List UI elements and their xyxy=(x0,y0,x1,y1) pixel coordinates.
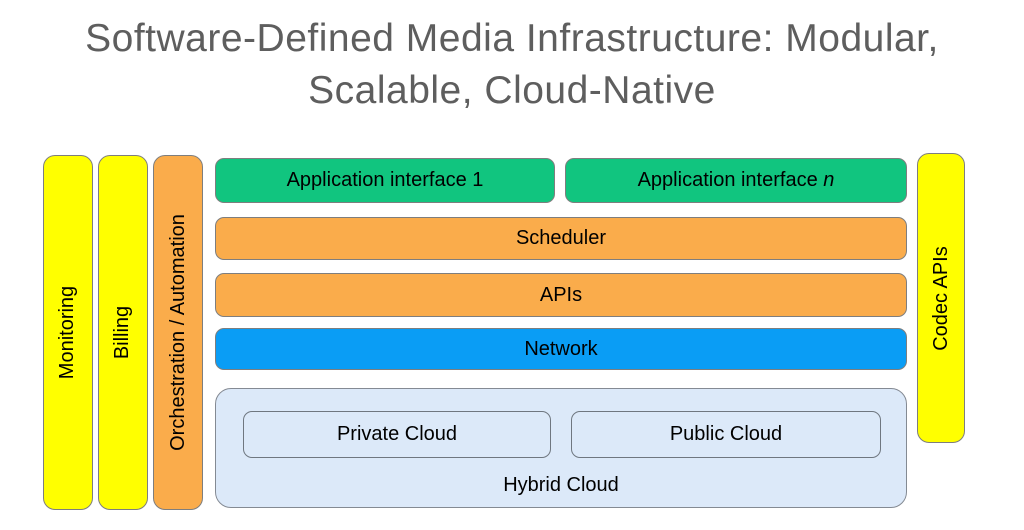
codec-apis-bar: Codec APIs xyxy=(917,153,965,443)
monitoring-bar-label: Monitoring xyxy=(56,285,79,380)
title-line-1: Software-Defined Media Infrastructure: M… xyxy=(85,17,939,60)
application-interface-1-label: Application interface 1 xyxy=(286,169,484,191)
scheduler-label: Scheduler xyxy=(515,227,607,249)
title-line-2: Scalable, Cloud-Native xyxy=(308,69,716,112)
scheduler-box: Scheduler xyxy=(215,217,907,260)
application-interface-n-box: Application interface n xyxy=(565,158,907,203)
network-label: Network xyxy=(524,337,598,360)
hybrid-cloud-label: Hybrid Cloud xyxy=(503,474,619,496)
hybrid-cloud-container: Private Cloud Public Cloud Hybrid Cloud xyxy=(215,388,907,508)
application-interface-n-variable: n xyxy=(823,169,835,191)
apis-box: APIs xyxy=(215,273,907,317)
application-interface-1-box: Application interface 1 xyxy=(215,158,555,203)
orchestration-automation-bar-label: Orchestration / Automation xyxy=(166,214,189,451)
network-box: Network xyxy=(215,328,907,370)
orchestration-automation-bar: Orchestration / Automation xyxy=(153,155,203,510)
public-cloud-label: Public Cloud xyxy=(669,423,783,445)
billing-bar: Billing xyxy=(98,155,148,510)
private-cloud-label: Private Cloud xyxy=(336,423,458,445)
private-cloud-box: Private Cloud xyxy=(243,411,551,458)
application-interface-n-label: Application interface n xyxy=(637,169,835,191)
public-cloud-box: Public Cloud xyxy=(571,411,881,458)
page-title: Software-Defined Media Infrastructure: M… xyxy=(0,13,1024,117)
monitoring-bar: Monitoring xyxy=(43,155,93,510)
apis-label: APIs xyxy=(539,283,583,306)
codec-apis-bar-label: Codec APIs xyxy=(929,245,952,351)
billing-bar-label: Billing xyxy=(111,305,134,360)
